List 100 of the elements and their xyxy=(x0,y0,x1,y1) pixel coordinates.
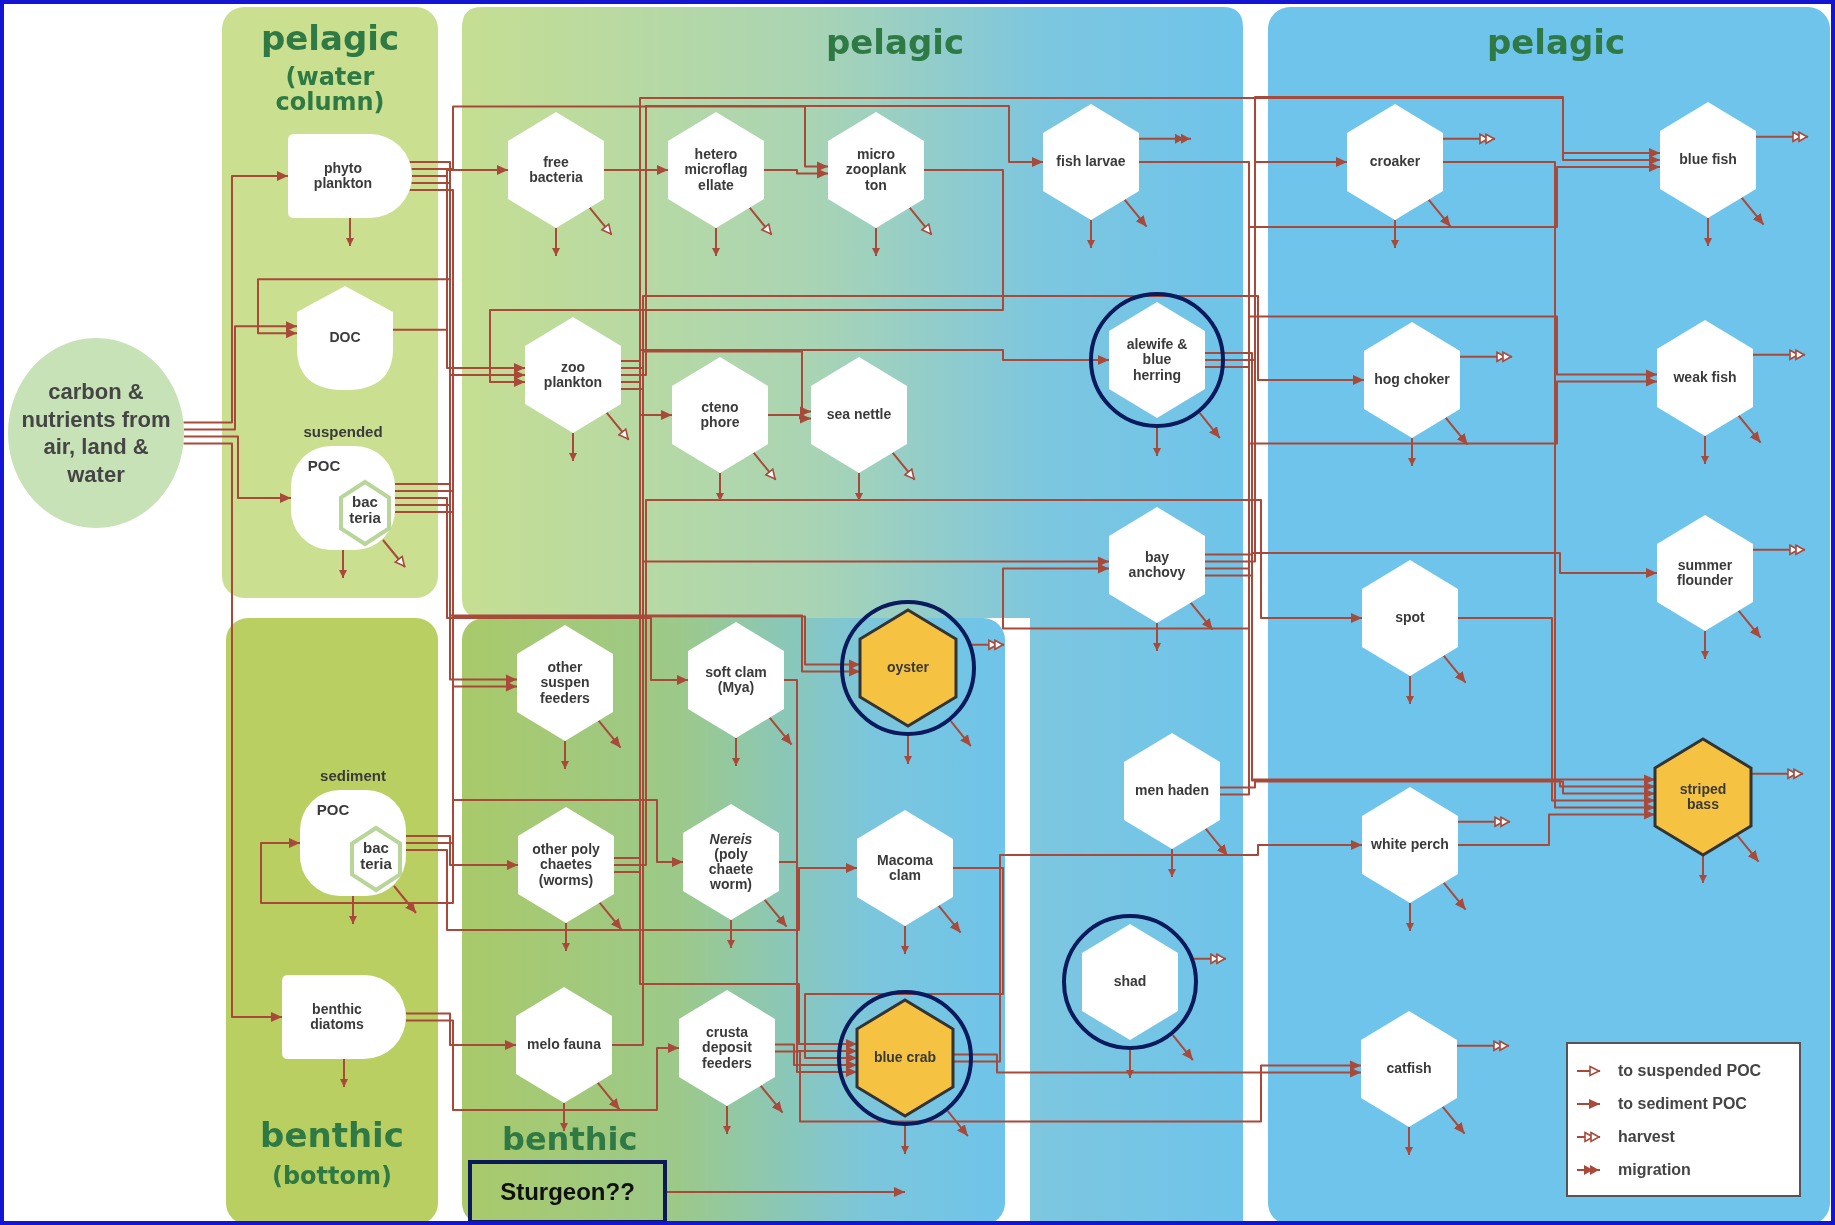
hexagon-node xyxy=(672,357,768,473)
arrow xyxy=(394,490,518,692)
node-label: POC xyxy=(315,802,351,819)
output-arrow xyxy=(1444,416,1469,446)
output-arrow xyxy=(393,885,417,914)
zone-subtitle: (bottom) xyxy=(270,1164,393,1190)
shield-node xyxy=(297,286,393,390)
arrow xyxy=(620,388,1110,567)
hexagon-node xyxy=(1347,104,1443,220)
arrow xyxy=(408,189,861,670)
hexagon-node xyxy=(811,357,907,473)
output-arrow xyxy=(598,901,623,931)
hexagon-node xyxy=(1109,507,1205,623)
zone-panel xyxy=(222,7,438,598)
output-arrow xyxy=(908,206,933,236)
node-label: bac teria xyxy=(348,494,382,527)
output-arrow xyxy=(562,922,570,952)
output-arrow xyxy=(855,472,863,502)
output-arrow xyxy=(1405,1126,1413,1156)
node-label: Sturgeon?? xyxy=(500,1179,635,1205)
legend-label: to suspended POC xyxy=(1618,1061,1762,1080)
output-arrow xyxy=(1427,198,1452,228)
output-arrow xyxy=(1198,412,1221,440)
arrow xyxy=(404,1019,680,1111)
node-label: melo fauna xyxy=(527,1037,601,1053)
zone-title: benthic xyxy=(259,1118,405,1154)
arrow xyxy=(778,861,858,1056)
node-label: croaker xyxy=(1369,154,1421,170)
arrow xyxy=(1457,809,1656,846)
zone-title: benthic xyxy=(502,1123,639,1157)
node-label: catfish xyxy=(1386,1061,1432,1077)
arrow xyxy=(182,171,289,424)
output-arrow xyxy=(561,740,569,770)
hexagon-node xyxy=(1362,787,1458,903)
output-arrow xyxy=(1699,854,1707,884)
output-arrow xyxy=(1752,544,1806,556)
output-arrow xyxy=(349,895,357,925)
arrow xyxy=(804,867,1004,1063)
output-arrow xyxy=(716,472,724,502)
arrow xyxy=(767,413,812,424)
output-arrow xyxy=(1171,1034,1194,1062)
output-arrow xyxy=(946,1110,969,1138)
output-arrow xyxy=(339,549,347,579)
arrow xyxy=(182,442,283,1022)
node-label: fish larvae xyxy=(1056,154,1126,170)
arrow xyxy=(394,370,526,485)
hexagon-node xyxy=(517,625,613,741)
arrow xyxy=(1219,162,1661,796)
output-arrow xyxy=(768,716,793,746)
arrow xyxy=(182,321,298,431)
node-label: spot xyxy=(1395,610,1425,626)
arrow xyxy=(1204,553,1656,792)
output-arrow xyxy=(597,719,622,749)
hexagon-node xyxy=(508,112,604,228)
output-arrow xyxy=(712,227,720,257)
source-circle xyxy=(8,338,184,528)
arrow xyxy=(394,504,861,677)
output-arrow xyxy=(569,432,577,462)
hexagon-node xyxy=(1655,739,1751,855)
arrow xyxy=(1002,161,1250,630)
arrow xyxy=(392,165,509,331)
output-arrow xyxy=(1737,414,1762,444)
node-label: other suspen feeders xyxy=(539,660,591,706)
output-arrow xyxy=(1737,609,1762,639)
node-label: oyster xyxy=(887,660,929,676)
node-label: bay anchovy xyxy=(1127,549,1187,581)
output-arrow xyxy=(748,206,773,236)
arrow xyxy=(411,175,526,373)
arrow xyxy=(257,161,451,339)
node-label: soft clam (Mya) xyxy=(704,664,768,696)
arrow xyxy=(1442,161,1656,813)
arrow xyxy=(410,182,518,685)
arrow xyxy=(613,857,858,1049)
arrow xyxy=(763,168,829,179)
node-label: hetero microflag ellate xyxy=(683,147,749,193)
output-arrow xyxy=(1153,427,1161,457)
legend-label: migration xyxy=(1618,1160,1691,1179)
output-arrow xyxy=(759,1084,784,1114)
zone-title: pelagic xyxy=(825,25,965,61)
hexagon-node xyxy=(1043,104,1139,220)
zone-subtitle: (water column) xyxy=(274,65,386,116)
arrow xyxy=(774,1050,1362,1123)
zone-title: pelagic xyxy=(1486,25,1626,61)
node-label: other poly chaetes (worms) xyxy=(531,842,601,888)
output-arrow xyxy=(1126,1049,1134,1079)
arrow xyxy=(405,799,684,867)
node-label: bac teria xyxy=(359,840,393,873)
node-label: Nereis (poly chaete worm) xyxy=(707,831,755,893)
hexagon-node xyxy=(683,804,779,920)
output-arrow xyxy=(596,1081,621,1111)
output-arrow xyxy=(949,720,972,748)
node-label: suspended xyxy=(302,424,384,441)
node-label: crusta deposit feeders xyxy=(701,1025,753,1071)
hexagon-node xyxy=(1364,322,1460,438)
arrow xyxy=(260,511,454,904)
hexagon-node xyxy=(1124,733,1220,849)
arrow xyxy=(489,169,1004,387)
output-arrow xyxy=(1752,349,1806,361)
rounded-node xyxy=(291,424,395,550)
node-label: blue fish xyxy=(1679,152,1737,168)
